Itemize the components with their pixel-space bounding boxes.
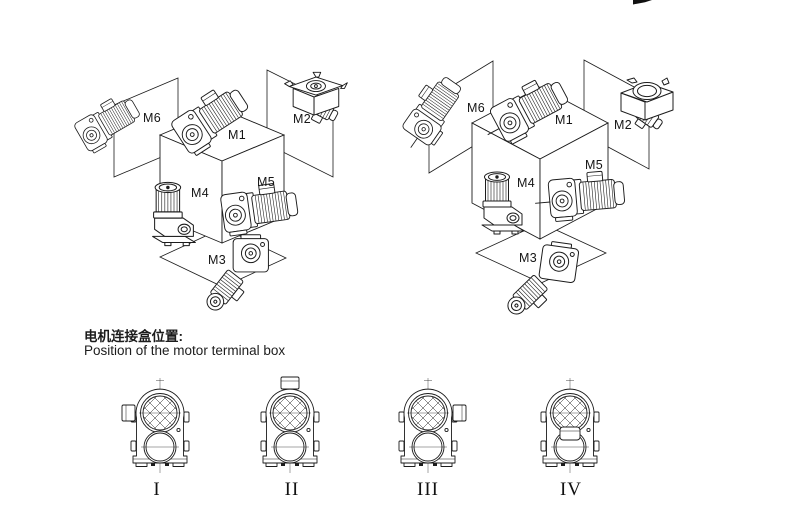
- mount-label-m1: M1: [555, 113, 573, 127]
- terminal-box-right: [452, 404, 467, 422]
- motor-glyph-m3: [500, 235, 581, 330]
- mount-label-m3: M3: [208, 253, 226, 267]
- caption-chinese: 电机连接盒位置:: [84, 329, 183, 344]
- corner-black-wedge: [633, 0, 652, 5]
- terminal-box-bottom: [559, 426, 581, 441]
- terminal-view-4: [541, 375, 599, 473]
- motor-glyph-m5: [535, 169, 627, 223]
- mount-label-m5: M5: [585, 158, 603, 172]
- plane-m3: [475, 222, 607, 284]
- mounting-diagram-1: [71, 69, 348, 320]
- view-numeral-4: IV: [559, 479, 583, 500]
- mount-label-m2: M2: [293, 112, 311, 126]
- plane-m3: [159, 227, 287, 288]
- view-numeral-2: II: [284, 479, 300, 500]
- view-numeral-3: III: [417, 479, 439, 500]
- terminal-box-top: [280, 376, 300, 390]
- motor-glyph-m1: [486, 70, 575, 147]
- mount-label-m6: M6: [143, 111, 161, 125]
- terminal-view-1: [121, 375, 189, 473]
- motor-glyph-m6: [71, 89, 146, 156]
- terminal-box-left: [121, 404, 136, 422]
- plane-m2: [583, 59, 650, 170]
- view-numeral-1: I: [153, 479, 161, 500]
- terminal-view-2: [261, 375, 319, 473]
- motor-glyph-m6: [397, 69, 471, 149]
- terminal-view-3: [399, 375, 467, 473]
- mount-label-m3: M3: [519, 251, 537, 265]
- motor-glyph-m3: [201, 234, 269, 320]
- mount-label-m5: M5: [257, 175, 275, 189]
- motors-2: [397, 69, 674, 330]
- mount-label-m1: M1: [228, 128, 246, 142]
- caption-english: Position of the motor terminal box: [84, 343, 286, 358]
- terminal-box-views: [121, 375, 620, 515]
- mount-label-m4: M4: [517, 176, 535, 190]
- mount-label-m6: M6: [467, 101, 485, 115]
- mount-label-m4: M4: [191, 186, 209, 200]
- mounting-diagram-2: [397, 59, 674, 330]
- mount-label-m2: M2: [614, 118, 632, 132]
